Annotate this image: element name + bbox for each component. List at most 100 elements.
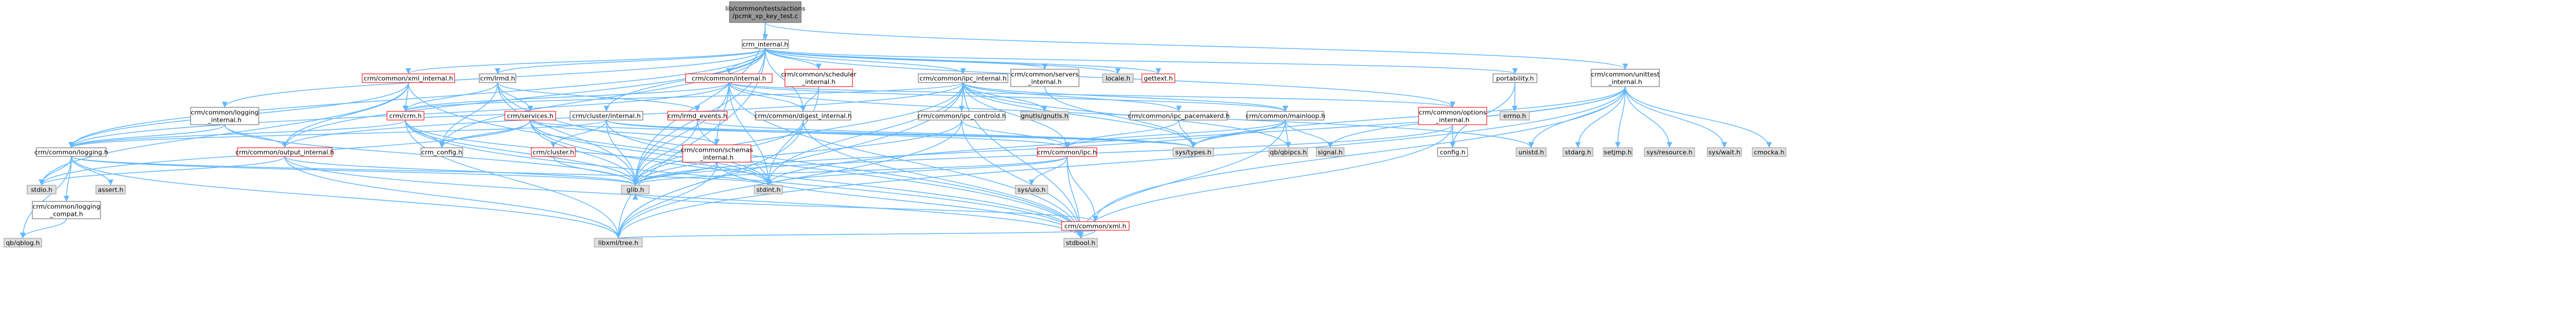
node-crm-h[interactable]: crm/crm.h	[386, 111, 425, 121]
node-box	[1015, 185, 1048, 194]
edge-cluster_internal-to-cluster_h	[550, 119, 607, 148]
node-label: crm/common/logging	[191, 109, 258, 117]
node-crm-config[interactable]: crm_config.h	[420, 147, 463, 157]
edge-ipc_internal-to-mainloop	[962, 82, 1289, 112]
edge-crm_internal-to-libxml_tree	[615, 48, 766, 239]
node-label: /pcmk_xp_key_test.c	[732, 13, 798, 20]
edge-output_internal-to-glib	[284, 156, 638, 186]
edge-crm_internal-to-scheduler_internal	[765, 48, 822, 70]
node-box	[1707, 147, 1742, 157]
node-label: portability.h	[1496, 75, 1533, 83]
node-common-internal[interactable]: crm/common/internal.h	[685, 73, 773, 83]
node-xml-h[interactable]: crm/common/xml.h	[1061, 221, 1130, 231]
node-scheduler-internal[interactable]: crm/common/scheduler_internal.h	[781, 69, 857, 87]
edge-crm_internal-to-portability	[765, 48, 1518, 74]
node-options-internal[interactable]: crm/common/options_internal.h	[1418, 107, 1487, 125]
node-box	[1591, 69, 1660, 87]
node-qbipcs: qb/qbipcs.h	[1268, 147, 1308, 157]
node-box	[755, 111, 851, 121]
node-label: crm_internal.h	[742, 41, 788, 48]
edge-scheduler_internal-to-stdint	[765, 86, 820, 186]
node-label: qb/qbipcs.h	[1270, 149, 1307, 156]
node-label: errno.h	[1503, 113, 1526, 120]
edge-logging-to-stdint	[70, 156, 771, 186]
node-box	[420, 147, 463, 157]
node-xml-internal[interactable]: crm/common/xml_internal.h	[362, 73, 455, 83]
node-cluster-internal[interactable]: crm/cluster/internal.h	[569, 111, 643, 121]
edge-logging_compat-to-qblog	[20, 218, 67, 239]
node-crm-internal[interactable]: crm_internal.h	[742, 39, 789, 49]
node-box	[1172, 147, 1214, 157]
node-label: crm/common/ipc_internal.h	[920, 75, 1007, 83]
node-gettext[interactable]: gettext.h	[1141, 73, 1175, 83]
edge-ipc_internal-to-crm_h	[403, 82, 964, 112]
node-box	[754, 185, 783, 194]
node-box	[27, 185, 57, 194]
node-lrmd-events[interactable]: crm/lrmd_events.h	[667, 111, 728, 121]
node-servers-internal[interactable]: crm/common/servers_internal.h	[1010, 69, 1079, 87]
node-box	[1603, 147, 1633, 157]
edge-ipc_pacemakerd-to-ipc_h	[1064, 119, 1179, 148]
node-logging[interactable]: crm/common/logging.h	[35, 147, 109, 157]
node-label: qb/qblog.h	[6, 240, 40, 247]
node-label: crm/common/internal.h	[691, 75, 766, 83]
node-label: _internal.h	[699, 154, 734, 162]
node-label: unistd.h	[1518, 149, 1544, 156]
edge-lrmd-to-lrmd_events	[497, 82, 701, 112]
node-schemas-internal[interactable]: crm/common/schemas_internal.h	[680, 144, 753, 163]
node-output-internal[interactable]: crm/common/output_internal.h	[236, 147, 334, 157]
edge-ipc_h-to-stdint	[765, 156, 1068, 186]
edge-logging-to-libxml_tree	[70, 156, 621, 239]
node-label: setjmp.h	[1604, 149, 1632, 156]
edge-mainloop-to-sys_types	[1190, 119, 1286, 148]
node-box	[504, 111, 556, 121]
node-mainloop[interactable]: crm/common/mainloop.h	[1246, 111, 1326, 121]
edge-common_internal-to-crm_h	[403, 82, 729, 112]
node-ipc-controld[interactable]: crm/common/ipc_controld.h	[917, 111, 1006, 121]
edge-ipc_internal-to-ipc_h	[962, 82, 1070, 148]
node-ipc-internal[interactable]: crm/common/ipc_internal.h	[918, 73, 1008, 83]
node-label: glib.h	[627, 186, 645, 194]
edge-unittest_internal-to-sys_wait	[1625, 86, 1728, 148]
edge-xml_h-to-stdbool	[1078, 230, 1096, 239]
node-ipc-h[interactable]: crm/common/ipc.h	[1037, 147, 1097, 157]
node-stdio: stdio.h	[27, 185, 57, 194]
node-root[interactable]: lib/common/tests/actions/pcmk_xp_key_tes…	[725, 1, 806, 23]
node-box	[3, 238, 42, 248]
edge-lrmd-to-crm_h	[403, 82, 498, 112]
node-box	[36, 147, 107, 157]
node-libxml-tree: libxml/tree.h	[594, 238, 643, 248]
node-digest-internal[interactable]: crm/common/digest_internal.h	[754, 111, 852, 121]
node-box	[1063, 238, 1098, 248]
node-label: crm/services.h	[507, 113, 553, 120]
node-services[interactable]: crm/services.h	[504, 111, 556, 121]
node-label: crm_config.h	[422, 149, 463, 156]
edge-crm_internal-to-ipc_internal	[765, 48, 966, 74]
edge-crm_h-to-logging	[68, 119, 406, 148]
edge-cluster_internal-to-sys_types	[606, 119, 1196, 148]
node-locale: locale.h	[1102, 73, 1134, 83]
node-box	[1418, 107, 1487, 125]
node-box	[918, 111, 1006, 121]
node-logging-internal[interactable]: crm/common/logging_internal.h	[190, 107, 259, 125]
node-box	[95, 185, 126, 194]
edge-logging-to-stdio	[39, 156, 72, 186]
node-portability[interactable]: portability.h	[1492, 73, 1538, 83]
edge-crm_internal-to-lrmd	[494, 48, 766, 74]
node-label: crm/common/logging	[32, 203, 100, 211]
node-stdarg: stdarg.h	[1562, 147, 1594, 157]
node-box	[594, 238, 643, 248]
node-cluster-h[interactable]: crm/cluster.h	[531, 147, 576, 157]
edge-logging-to-qblog	[20, 156, 72, 239]
node-logging-compat[interactable]: crm/common/logging_compat.h	[32, 201, 101, 219]
edge-layer	[20, 22, 1772, 239]
node-lrmd[interactable]: crm/lrmd.h	[479, 73, 516, 83]
edge-lrmd-to-services	[497, 82, 533, 112]
node-unittest-internal[interactable]: crm/common/unittest_internal.h	[1591, 69, 1661, 87]
node-ipc-pacemakerd[interactable]: crm/common/ipc_pacemakerd.h	[1128, 111, 1230, 121]
node-label: stdbool.h	[1066, 240, 1096, 247]
node-config[interactable]: config.h	[1437, 147, 1468, 157]
edge-mainloop-to-ipc_h	[1064, 119, 1286, 148]
node-label: crm/common/schemas	[680, 147, 753, 154]
